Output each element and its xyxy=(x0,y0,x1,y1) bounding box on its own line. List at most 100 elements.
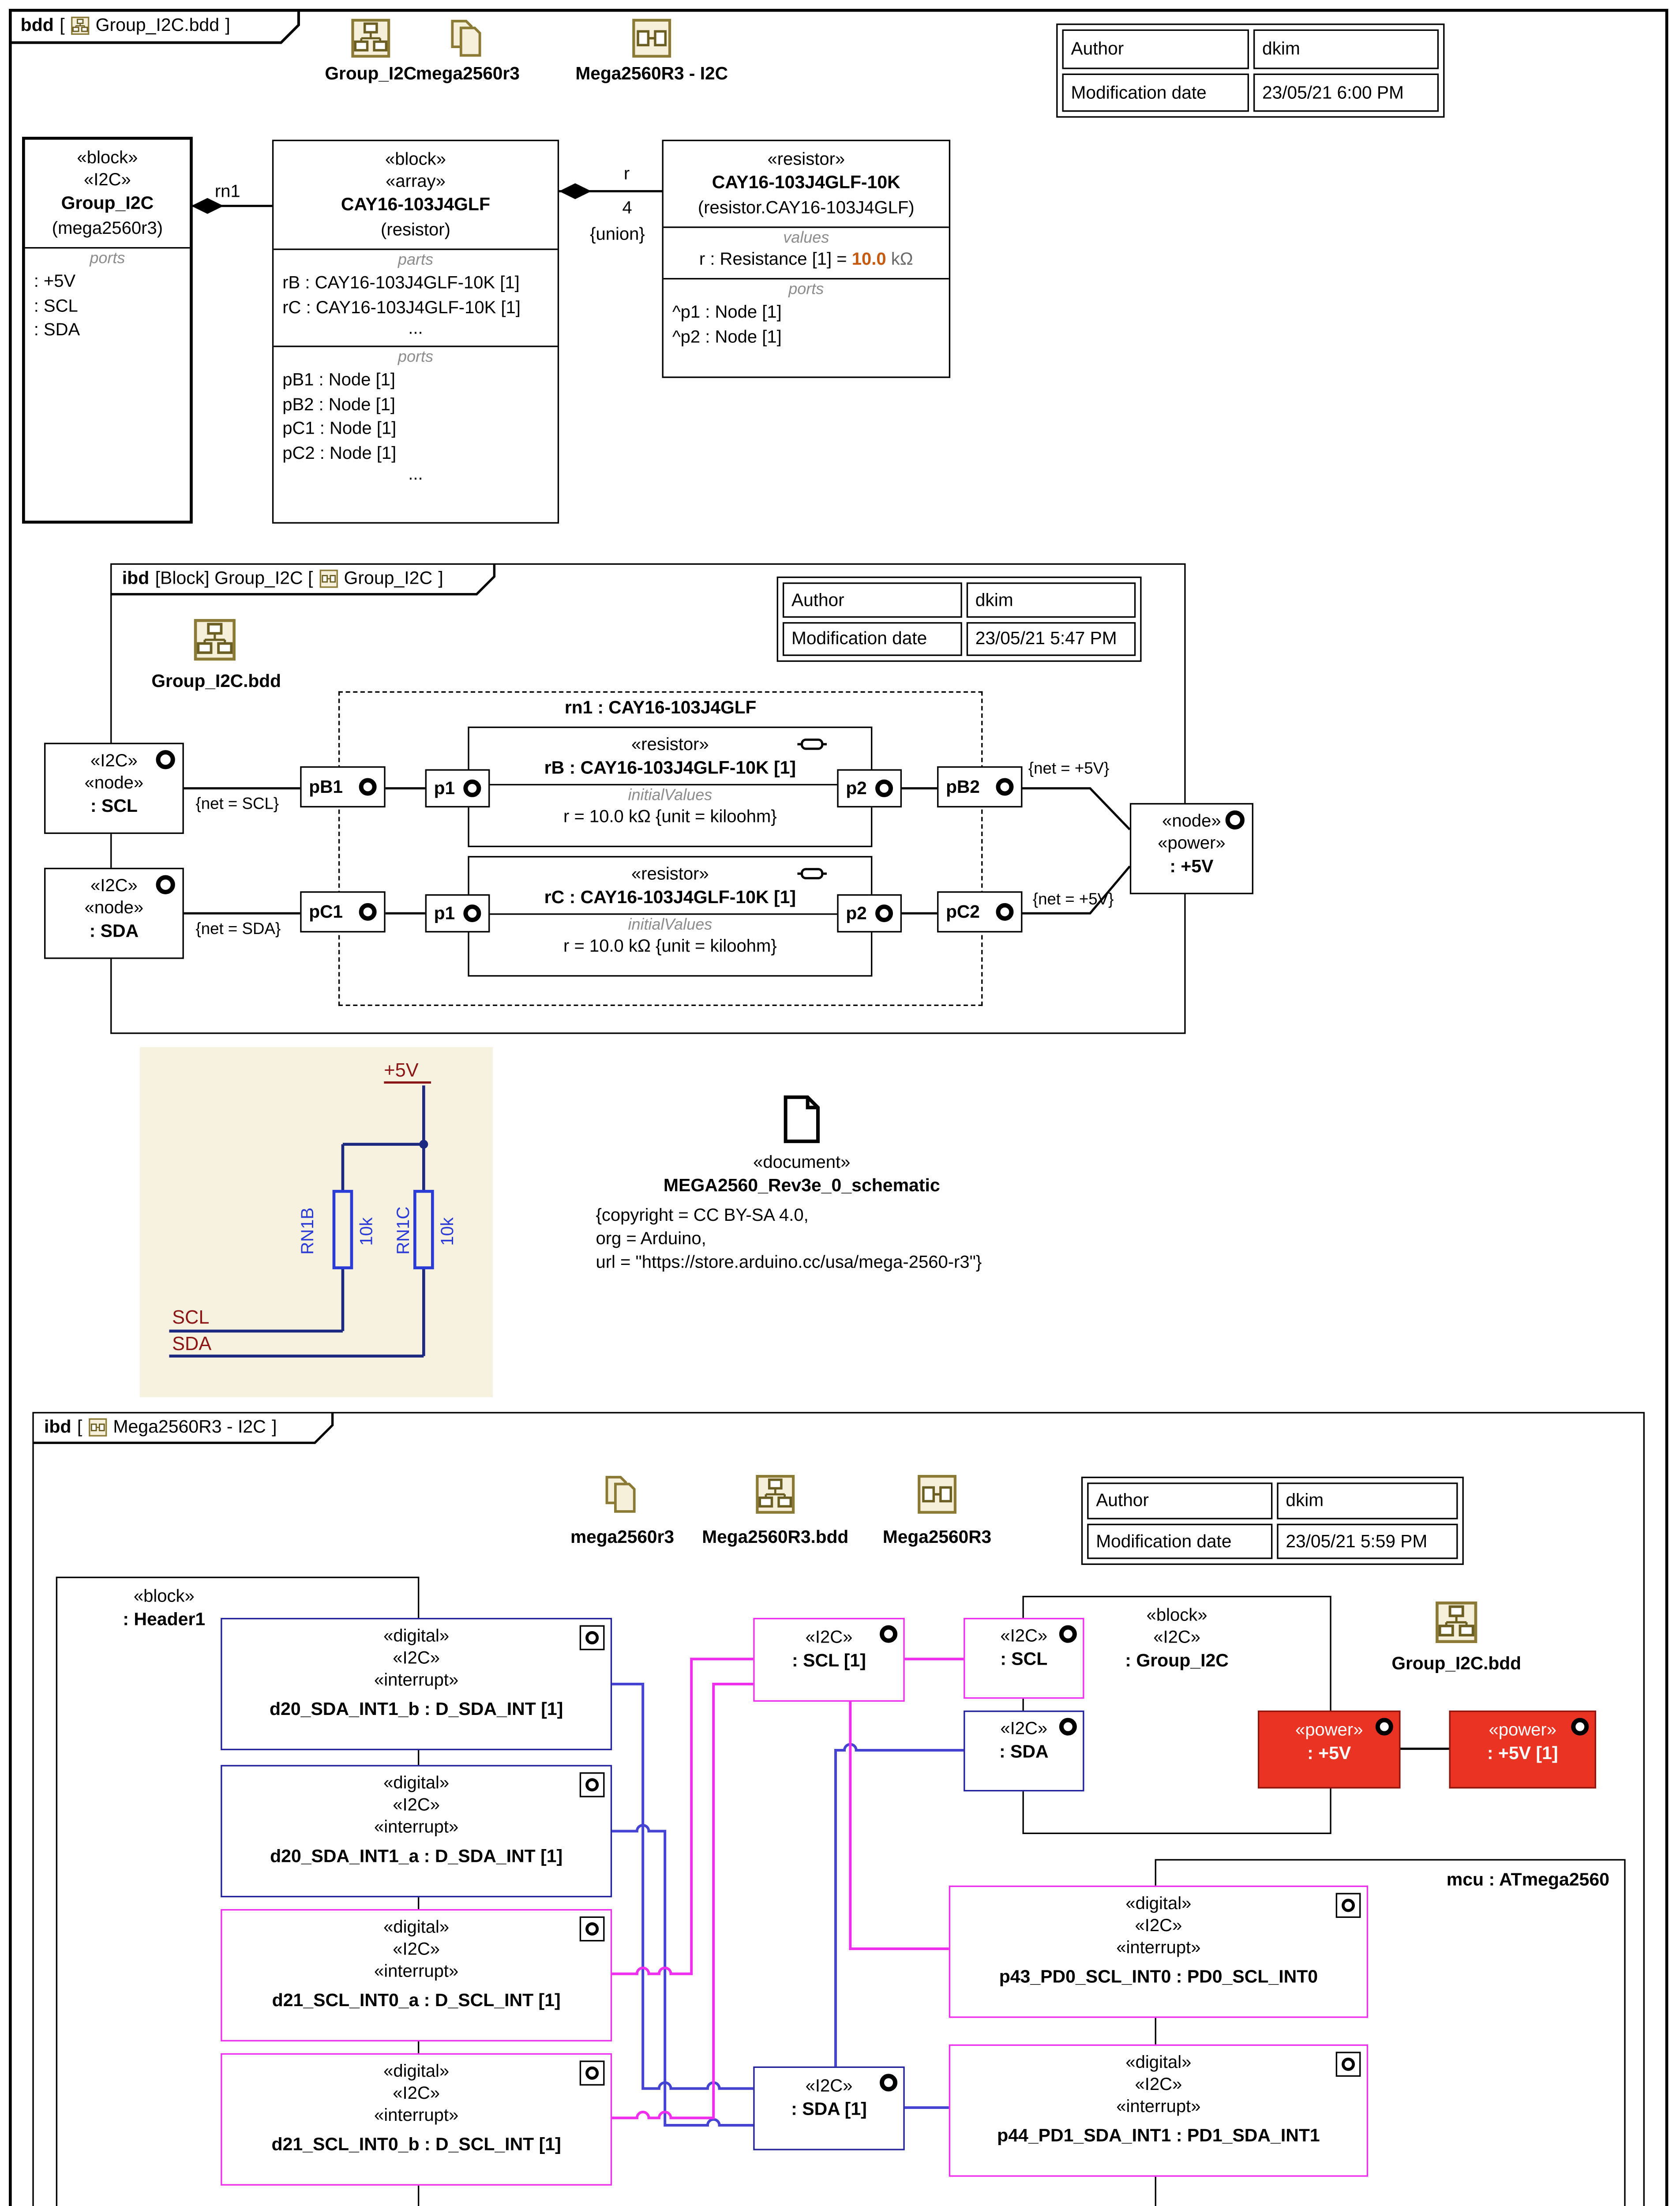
author-table[interactable]: Author dkim Modification date 23/05/21 5… xyxy=(776,576,1142,662)
tab-bracket: [ xyxy=(60,15,65,36)
bdd-diagram-icon[interactable] xyxy=(193,618,237,662)
port-item: : +5V xyxy=(34,270,76,292)
node-sda[interactable]: «I2C» «node» : SDA xyxy=(44,867,184,959)
block-name: CAY16-103J4GLF xyxy=(341,194,491,215)
port-square-icon xyxy=(579,1916,605,1942)
block-subtitle: (resistor) xyxy=(381,219,450,240)
stereotype: «I2C» xyxy=(1135,2074,1182,2095)
port-p2-bottom[interactable]: p2 xyxy=(837,894,902,933)
tab-diagram-name: Mega2560R3 - I2C xyxy=(113,1416,266,1437)
port-sda[interactable]: «I2C» : SDA xyxy=(964,1710,1084,1792)
port-pC1[interactable]: pC1 xyxy=(300,891,386,933)
stereotype: «interrupt» xyxy=(374,1816,459,1837)
author-label: Author xyxy=(782,582,962,617)
port-ring-icon xyxy=(996,903,1014,921)
block-subtitle: (mega2560r3) xyxy=(52,218,163,239)
assoc-r-label: r xyxy=(623,163,630,184)
connector-scl-1[interactable]: «I2C» : SCL [1] xyxy=(753,1617,905,1702)
stereotype: «I2C» xyxy=(805,2075,853,2096)
port-p1-bottom[interactable]: p1 xyxy=(425,894,490,933)
stereotype: «I2C» xyxy=(90,750,138,771)
stereotype: «I2C» xyxy=(805,1626,853,1647)
ibd-mega-frame-tab[interactable]: ibd [ Mega2560R3 - I2C ] xyxy=(32,1412,334,1444)
port-d20-sda-int1-b[interactable]: «digital» «I2C» «interrupt» d20_SDA_INT1… xyxy=(221,1617,612,1750)
block-cay16-array[interactable]: «block» «array» CAY16-103J4GLF (resistor… xyxy=(272,139,559,524)
port-square-icon xyxy=(1335,2052,1361,2077)
bdd-diagram-icon xyxy=(71,15,90,34)
port-pC2[interactable]: pC2 xyxy=(937,891,1023,933)
bdd-diagram-icon[interactable] xyxy=(1434,1600,1478,1644)
schematic-rn1c-label: RN1C xyxy=(394,1207,413,1255)
port-item: pC2 : Node [1] xyxy=(282,442,397,463)
stereotype: «digital» xyxy=(383,1625,450,1646)
port-ring-icon xyxy=(1059,1625,1077,1643)
power-5v-port[interactable]: «power» : +5V xyxy=(1257,1710,1401,1789)
ibd-group-frame-tab[interactable]: ibd [Block] Group_I2C [ Group_I2C ] xyxy=(110,563,496,596)
port-p43-pd0-scl-int0[interactable]: «digital» «I2C» «interrupt» p43_PD0_SCL_… xyxy=(949,1885,1369,2018)
stereotype: «I2C» xyxy=(1000,1625,1048,1646)
port-scl[interactable]: «I2C» : SCL xyxy=(964,1617,1084,1699)
tab-diagram-name: Group_I2C xyxy=(344,567,433,589)
net-label-scl: {net = SCL} xyxy=(195,795,279,814)
part-rb[interactable]: «resistor» rB : CAY16-103J4GLF-10K [1] i… xyxy=(468,726,873,848)
block-group-i2c[interactable]: «block» «I2C» Group_I2C (mega2560r3) por… xyxy=(22,137,193,524)
assoc-union-label: {union} xyxy=(590,223,645,244)
doc-copyright-line: {copyright = CC BY-SA 4.0, xyxy=(596,1204,809,1225)
doc-org-line: org = Arduino, xyxy=(596,1228,706,1249)
compartment-separator xyxy=(274,345,558,347)
stereotype: «I2C» xyxy=(1153,1626,1201,1647)
author-table[interactable]: Author dkim Modification date 23/05/21 5… xyxy=(1081,1476,1464,1565)
bdd-diagram-icon[interactable] xyxy=(350,18,391,59)
compartment-separator xyxy=(663,278,949,280)
moddate-value: 23/05/21 6:00 PM xyxy=(1253,73,1439,112)
assoc-rn1-label: rn1 xyxy=(214,181,240,202)
port-pB1[interactable]: pB1 xyxy=(300,766,386,808)
author-label: Author xyxy=(1062,29,1249,69)
node-power-5v[interactable]: «node» «power» : +5V xyxy=(1129,803,1253,894)
stereotype: «interrupt» xyxy=(374,2105,459,2126)
port-label: p2 xyxy=(846,903,867,924)
tab-bracket: [ xyxy=(77,1416,82,1437)
port-p44-pd1-sda-int1[interactable]: «digital» «I2C» «interrupt» p44_PD1_SDA_… xyxy=(949,2044,1369,2177)
file-copy-icon[interactable] xyxy=(447,18,488,59)
port-d20-sda-int1-a[interactable]: «digital» «I2C» «interrupt» d20_SDA_INT1… xyxy=(221,1765,612,1898)
author-table[interactable]: Author dkim Modification date 23/05/21 6… xyxy=(1056,23,1445,118)
bdd-frame-tab[interactable]: bdd [ Group_I2C.bdd ] xyxy=(9,9,300,44)
node-scl[interactable]: «I2C» «node» : SCL xyxy=(44,743,184,834)
power-5v-node[interactable]: «power» : +5V [1] xyxy=(1449,1710,1596,1789)
bdd-diagram-icon[interactable] xyxy=(755,1474,796,1515)
connector-name: : SCL [1] xyxy=(792,1650,866,1671)
schematic-5v-label: +5V xyxy=(384,1060,418,1081)
schematic-image[interactable]: +5V SCL SDA RN1B 10k RN1C 10k xyxy=(139,1047,493,1397)
part-item: rB : CAY16-103J4GLF-10K [1] xyxy=(282,272,520,293)
rn1-property-frame[interactable] xyxy=(338,691,983,1006)
ibd-diagram-icon[interactable] xyxy=(631,18,672,59)
file-copy-icon[interactable] xyxy=(602,1474,643,1515)
port-name: p44_PD1_SDA_INT1 : PD1_SDA_INT1 xyxy=(997,2125,1320,2146)
moddate-value: 23/05/21 5:47 PM xyxy=(966,621,1136,656)
doc-url-line: url = "https://store.arduino.cc/usa/mega… xyxy=(596,1251,982,1272)
port-name: p43_PD0_SCL_INT0 : PD0_SCL_INT0 xyxy=(999,1966,1318,1987)
port-p2-top[interactable]: p2 xyxy=(837,769,902,808)
port-ring-icon xyxy=(1571,1718,1589,1736)
port-p1-top[interactable]: p1 xyxy=(425,769,490,808)
tab-bracket: ] xyxy=(438,567,443,589)
moddate-label: Modification date xyxy=(1087,1523,1273,1559)
port-d21-scl-int0-a[interactable]: «digital» «I2C» «interrupt» d21_SCL_INT0… xyxy=(221,1909,612,2042)
port-pB2[interactable]: pB2 xyxy=(937,766,1023,808)
connector-sda-1[interactable]: «I2C» : SDA [1] xyxy=(753,2066,905,2150)
tab-bracket: ] xyxy=(272,1416,277,1437)
moddate-label: Modification date xyxy=(782,621,962,656)
port-item: pC1 : Node [1] xyxy=(282,417,397,439)
port-d21-scl-int0-b[interactable]: «digital» «I2C» «interrupt» d21_SCL_INT0… xyxy=(221,2053,612,2186)
stereotype: «I2C» xyxy=(393,1938,440,1959)
document-icon[interactable] xyxy=(783,1094,821,1144)
port-label: p1 xyxy=(434,903,455,924)
port-ring-icon xyxy=(359,903,377,921)
stereotype: «power» xyxy=(1489,1719,1556,1740)
ibd-diagram-icon[interactable] xyxy=(916,1474,957,1515)
block-subtitle: (resistor.CAY16-103J4GLF) xyxy=(698,197,915,218)
block-cay16-10k[interactable]: «resistor» CAY16-103J4GLF-10K (resistor.… xyxy=(662,139,951,378)
part-rc[interactable]: «resistor» rC : CAY16-103J4GLF-10K [1] i… xyxy=(468,856,873,977)
frame-kind-label: bdd xyxy=(20,15,54,36)
